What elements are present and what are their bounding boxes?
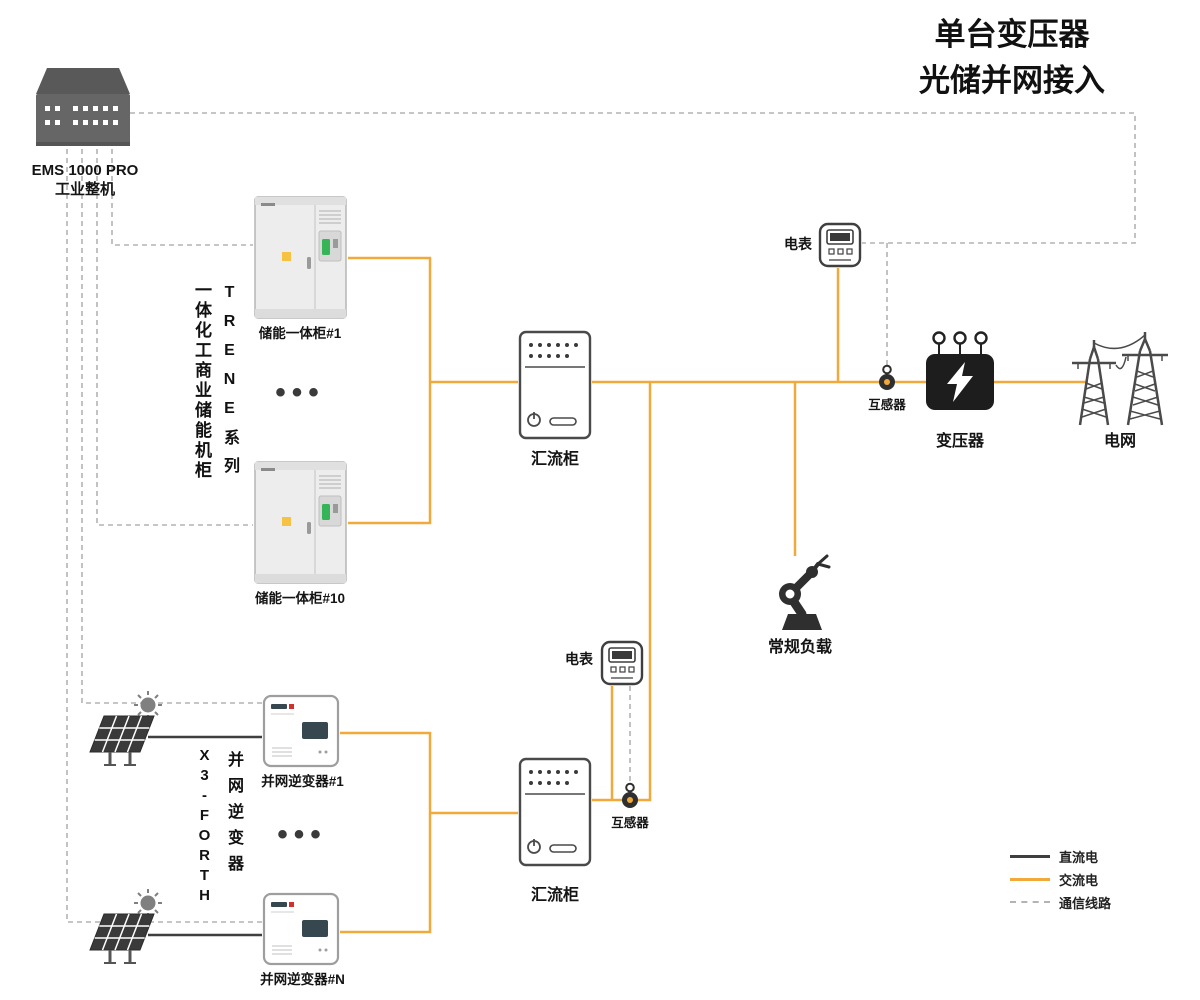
comm-ems-to-cabinet-1 [111,140,253,246]
storage-series-label-en: TRENE系列 [221,284,238,485]
comm-ems-to-cabinet-10 [96,140,253,526]
comm-ems-to-meter-top [130,112,1136,244]
diagram-title: 单台变压器 光储并网接入 [862,12,1162,104]
title-line-2: 光储并网接入 [919,63,1105,98]
legend-row-ac: 交流电 [1010,871,1180,888]
legend-comm-label: 通信线路 [1059,895,1112,911]
pv-series-label-en: X3-FORTH [196,747,213,907]
combiner-cabinet-top-icon [518,330,592,440]
legend-row-dc: 直流电 [1010,848,1180,865]
meter-top-icon [818,222,862,268]
inverter-1-label: 并网逆变器#1 [261,774,344,789]
comm-line-sample [1010,901,1050,903]
transformer-label: 变压器 [935,433,984,450]
storage-cabinet-1-icon [254,196,347,319]
ct-bottom-label: 互感器 [611,816,649,830]
ct-top-label: 互感器 [868,398,906,412]
solar-panel-1-icon [89,691,162,766]
legend-ac-label: 交流电 [1059,872,1099,888]
ems-label-line2: 工业整机 [54,180,115,198]
legend-dc-label: 直流电 [1059,849,1099,865]
storage-series-label-cn: 一体化工商业储能机柜 [192,281,211,481]
dc-line-sample [1010,854,1050,858]
ac-wires [340,256,1088,934]
ac-line-sample [1010,877,1050,881]
load-label: 常规负载 [767,639,832,656]
storage-cabinet-10-icon [254,461,347,584]
transformer-icon [926,331,994,410]
pv-series-label-cn: 并网逆变器 [225,751,242,881]
combiner-bottom-label: 汇流柜 [530,887,579,904]
meter-top-label: 电表 [784,236,812,252]
meter-bottom-label: 电表 [565,651,593,667]
inverter-n-label: 并网逆变器#N [260,972,345,987]
load-robot-arm-icon [779,554,831,630]
ac-combiner-bottom-to-bus [592,382,652,802]
ems-device-icon [36,68,130,146]
solar-panel-2-icon [89,889,162,964]
ac-cabinets-trunk [348,256,432,525]
storage-cabinet-1-label: 储能一体柜#1 [258,326,342,341]
ct-bottom-icon [622,782,638,808]
storage-ellipsis: ••• [275,376,325,409]
ct-top-icon [879,364,895,390]
ac-inverters-trunk [340,731,432,934]
legend: 直流电 交流电 通信线路 [1010,848,1180,917]
legend-row-comm: 通信线路 [1010,894,1180,911]
inverter-1-icon [262,694,340,768]
combiner-top-label: 汇流柜 [530,451,579,468]
inverter-n-icon [262,892,340,966]
comm-wires [66,112,1136,923]
grid-label: 电网 [1103,433,1136,450]
comm-ems-to-inverter-n [66,140,262,923]
combiner-cabinet-bottom-icon [518,757,592,867]
inverter-ellipsis: ••• [277,818,327,851]
ems-label-line1: EMS 1000 PRO [31,162,139,179]
power-grid-icon [1072,332,1168,426]
ems-label: EMS 1000 PRO 工业整机 [5,162,165,200]
meter-bottom-icon [600,640,644,686]
title-line-1: 单台变压器 [934,17,1090,52]
storage-cabinet-10-label: 储能一体柜#10 [254,591,346,606]
dc-wires [148,735,262,937]
comm-ems-to-inverter-1 [81,140,262,704]
